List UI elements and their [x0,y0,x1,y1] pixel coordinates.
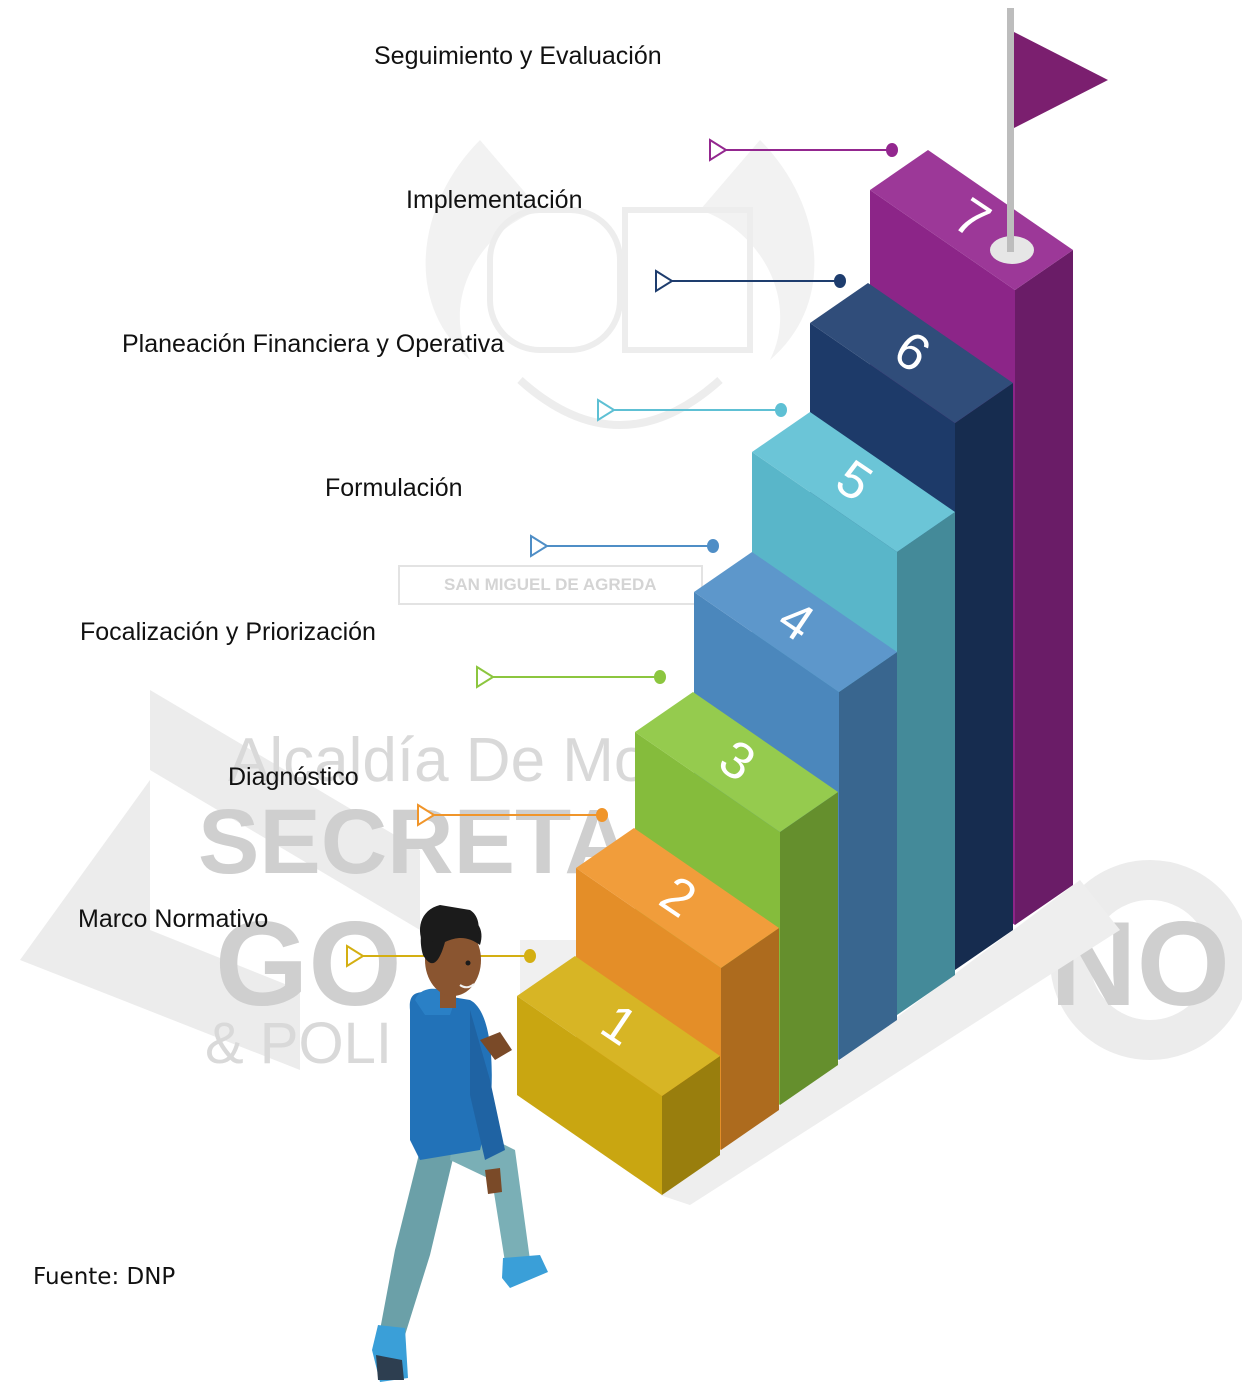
step-2-right-face [721,928,779,1150]
connector-2 [417,803,608,827]
step-label-1: Marco Normativo [78,905,269,933]
step-5-top-face [752,412,955,552]
connector-6-dot [834,274,846,288]
flag-pole [1007,8,1014,252]
connector-1-arrow-icon [346,944,365,968]
connector-4-dot [707,539,719,553]
step-label-7: Seguimiento y Evaluación [374,42,662,70]
connector-1-dot [524,949,536,963]
connector-5 [597,398,787,422]
person-figure [372,905,548,1382]
connector-2-dot [596,808,608,822]
connector-5-arrow-icon [597,398,616,422]
watermark-line-5: & POLI [205,1011,392,1076]
connector-4-arrow-icon [530,534,549,558]
step-label-3: Focalización y Priorización [80,618,376,646]
step-label-5: Planeación Financiera y Operativa [122,330,505,358]
watermark-line-3: GO [215,897,402,1031]
connector-5-dot [775,403,787,417]
step-4-top-face [694,552,897,692]
step-2-top-face [576,828,779,968]
step-3-top-face [635,692,838,832]
step-7-right-face [1015,250,1073,925]
connector-7 [709,138,898,162]
connector-7-dot [886,143,898,157]
connector-3-dot [654,670,666,684]
step-1-right-face [662,1056,720,1195]
step-label-2: Diagnóstico [228,763,359,791]
watermark-line-1: Alcaldía De Mo [228,726,649,795]
connector-6-arrow-icon [655,269,674,293]
step-6-top-face [810,283,1013,423]
step-1-top-face [517,956,720,1096]
step-6-right-face [955,383,1013,970]
connector-4 [530,534,719,558]
step-block-1: 1 [517,956,720,1195]
step-3-right-face [780,792,838,1105]
connector-2-arrow-icon [417,803,436,827]
step-5-right-face [897,512,955,1015]
step-label-6: Implementación [406,186,583,214]
connector-3-arrow-icon [476,665,495,689]
watermark-seal-text: SAN MIGUEL DE AGREDA [398,565,703,605]
flag-icon [1014,32,1108,128]
connector-3 [476,665,666,689]
connector-6 [655,269,846,293]
stairs-floor-shadow [660,880,1120,1205]
watermark-line-2: SECRETA [198,791,631,893]
source-note: Fuente: DNP [33,1264,176,1290]
step-label-4: Formulación [325,474,463,502]
step-4-right-face [839,652,897,1060]
connector-7-arrow-icon [709,138,728,162]
step-1-left-face [517,996,662,1195]
